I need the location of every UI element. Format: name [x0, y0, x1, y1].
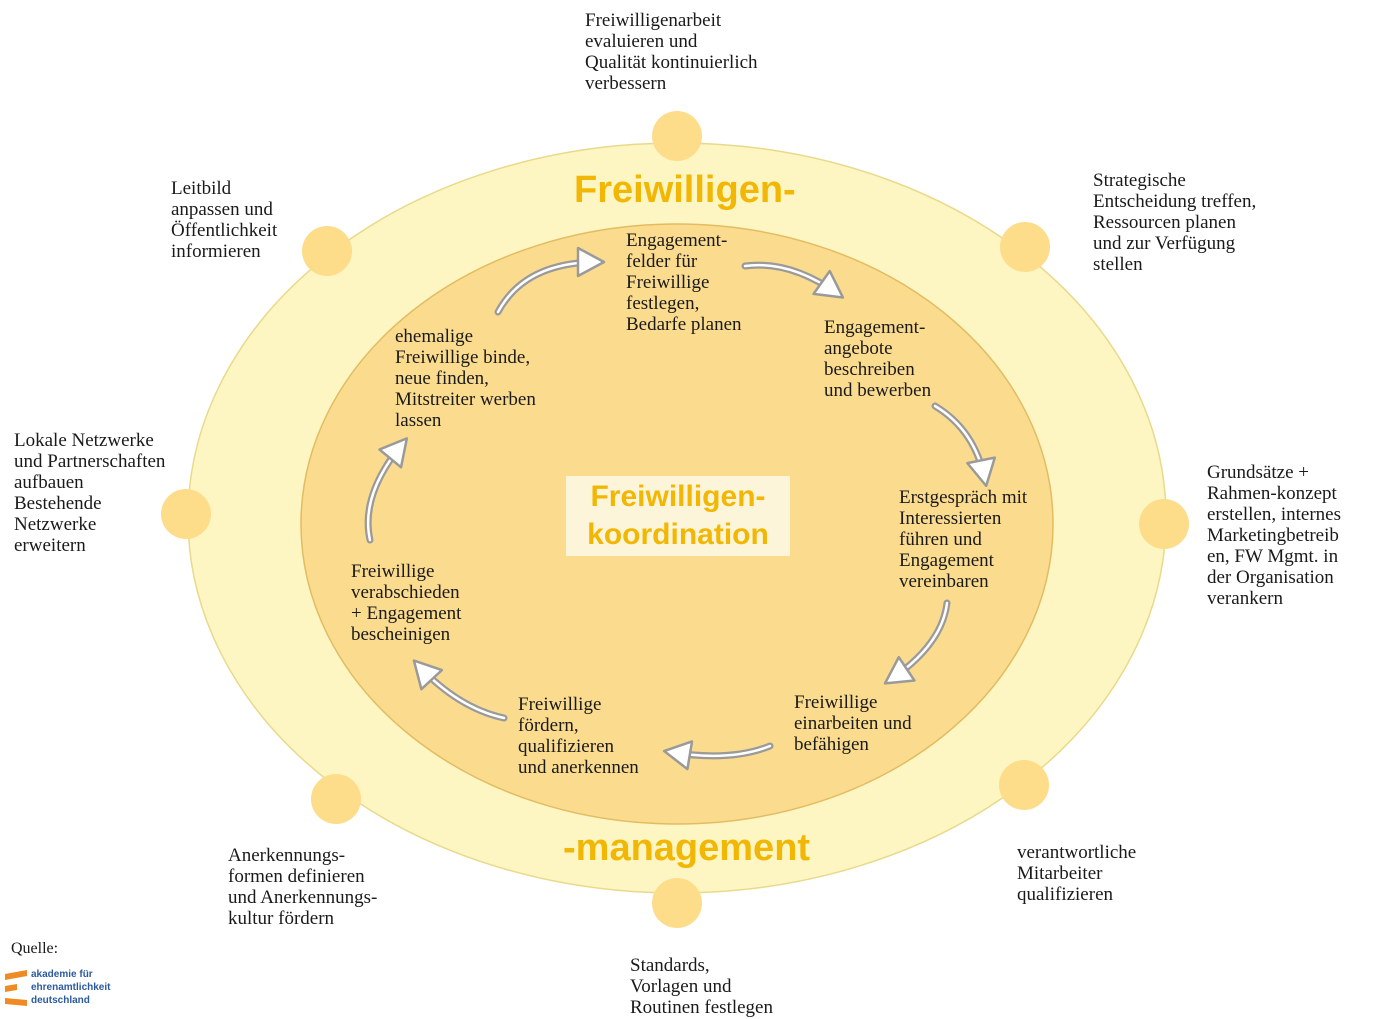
node-bottom [652, 878, 702, 928]
outer-label-bottom-right: verantwortliche Mitarbeiter qualifiziere… [1017, 842, 1137, 905]
cycle-arrow-4 [662, 740, 774, 771]
ring-title-top: Freiwilligen- [574, 169, 796, 211]
cycle-arrow-2 [931, 402, 997, 488]
cycle-step-2: Engagement- angebote beschreiben und bew… [824, 317, 932, 401]
cycle-arrow-1 [741, 261, 845, 299]
source-label: Quelle: [11, 940, 59, 957]
node-top-left [302, 226, 352, 276]
cycle-step-6: Freiwillige verabschieden + Engagement b… [351, 561, 462, 645]
node-right [1139, 499, 1189, 549]
cycle-arrow-3 [883, 599, 951, 685]
logo-mark-icon [5, 970, 27, 1006]
node-bottom-left [311, 774, 361, 824]
outer-label-right: Grundsätze + Rahmen-konzept erstellen, i… [1207, 462, 1342, 609]
cycle-step-4: Freiwillige einarbeiten und befähigen [794, 692, 912, 755]
ring-title-bottom: -management [563, 827, 811, 869]
node-top [652, 111, 702, 161]
node-left [161, 489, 211, 539]
logo-text: akademie für ehrenamtlichkeit deutschlan… [31, 969, 111, 1006]
cycle-step-7: ehemalige Freiwillige binde, neue finden… [395, 326, 536, 431]
outer-label-left: Lokale Netzwerke und Partnerschaften auf… [14, 430, 166, 556]
cycle-arrow-6 [364, 437, 409, 544]
center-box [566, 476, 790, 556]
cycle-arrow-7 [494, 246, 606, 316]
outer-node-group [161, 111, 1189, 928]
node-top-right [1000, 222, 1050, 272]
cycle-step-3: Erstgespräch mit Interessierten führen u… [899, 487, 1028, 592]
outer-label-top-left: Leitbild anpassen und Öffentlichkeit inf… [171, 178, 278, 262]
akademie-logo: akademie für ehrenamtlichkeit deutschlan… [5, 968, 125, 1010]
outer-label-bottom: Standards, Vorlagen und Routinen festleg… [630, 955, 773, 1018]
cycle-arrow-group [364, 246, 997, 771]
node-bottom-right [999, 760, 1049, 810]
cycle-step-1: Engagement- felder für Freiwillige festl… [626, 230, 742, 335]
center-title: Freiwilligen- koordination [587, 480, 769, 551]
cycle-step-5: Freiwillige fördern, qualifizieren und a… [518, 694, 639, 778]
outer-label-top-right: Strategische Entscheidung treffen, Resso… [1093, 170, 1257, 275]
cycle-arrow-5 [412, 659, 508, 722]
outer-label-bottom-left: Anerkennungs- formen definieren und Aner… [228, 845, 378, 929]
outer-label-top: Freiwilligenarbeit evaluieren und Qualit… [585, 10, 758, 94]
